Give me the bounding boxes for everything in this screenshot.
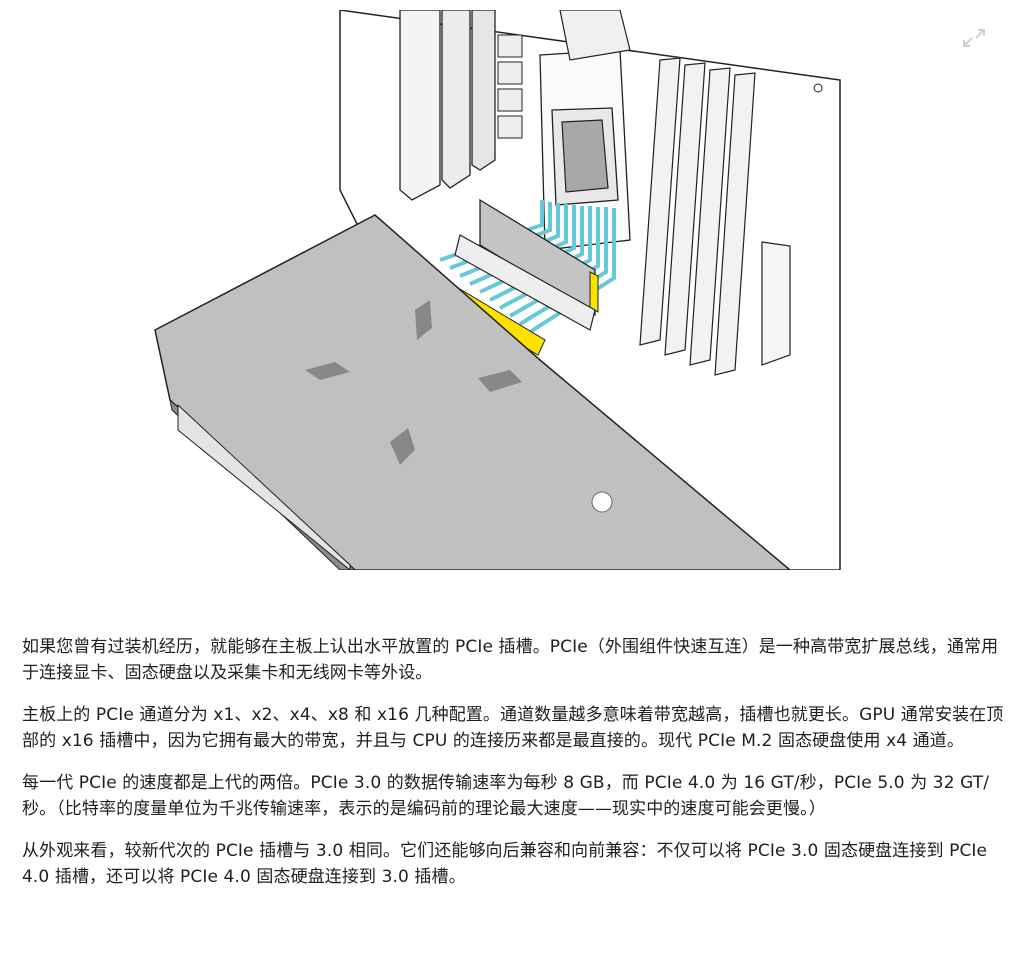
paragraph-compatibility: 从外观来看，较新代次的 PCIe 插槽与 3.0 相同。它们还能够向后兼容和向前… bbox=[22, 841, 988, 887]
card-detail bbox=[305, 362, 350, 380]
m2-ssd-connector bbox=[589, 271, 599, 313]
mount-hole bbox=[813, 83, 823, 93]
paragraph-pcie-intro: 如果您曾有过装机经历，就能够在主板上认出水平放置的 PCIe 插槽。PCIe（外… bbox=[22, 637, 999, 683]
card-detail bbox=[415, 300, 432, 340]
m2-ssd bbox=[479, 198, 596, 317]
pcie-x16-slot bbox=[454, 234, 596, 331]
expand-icon-graphic bbox=[963, 29, 985, 47]
vrm-heatsink bbox=[559, 10, 631, 61]
card-screw-hole bbox=[591, 491, 613, 513]
expand-icon[interactable] bbox=[960, 26, 988, 50]
paragraph-lane-config: 主板上的 PCIe 通道分为 x1、x2、x4、x8 和 x16 几种配置。通道… bbox=[22, 705, 1004, 751]
cpu-chip bbox=[561, 119, 609, 193]
io-bracket bbox=[441, 10, 471, 189]
pcie-illustration bbox=[150, 10, 870, 570]
paragraph-generation-speed: 每一代 PCIe 的速度都是上代的两倍。PCIe 3.0 的数据传输速率为每秒 … bbox=[22, 773, 990, 819]
io-connector bbox=[497, 34, 523, 58]
io-connector bbox=[497, 61, 523, 85]
card-detail bbox=[390, 428, 415, 465]
article-body: 如果您曾有过装机经历，就能够在主板上认出水平放置的 PCIe 插槽。PCIe（外… bbox=[22, 634, 1007, 906]
motherboard-drawing bbox=[154, 10, 841, 570]
io-bracket bbox=[471, 10, 496, 171]
io-connector bbox=[497, 88, 523, 112]
power-connector bbox=[761, 241, 791, 366]
io-bracket bbox=[399, 10, 441, 201]
ram-slots bbox=[639, 57, 756, 376]
cooler-fins bbox=[177, 403, 351, 570]
io-connector bbox=[497, 115, 523, 139]
card-detail bbox=[478, 370, 522, 392]
